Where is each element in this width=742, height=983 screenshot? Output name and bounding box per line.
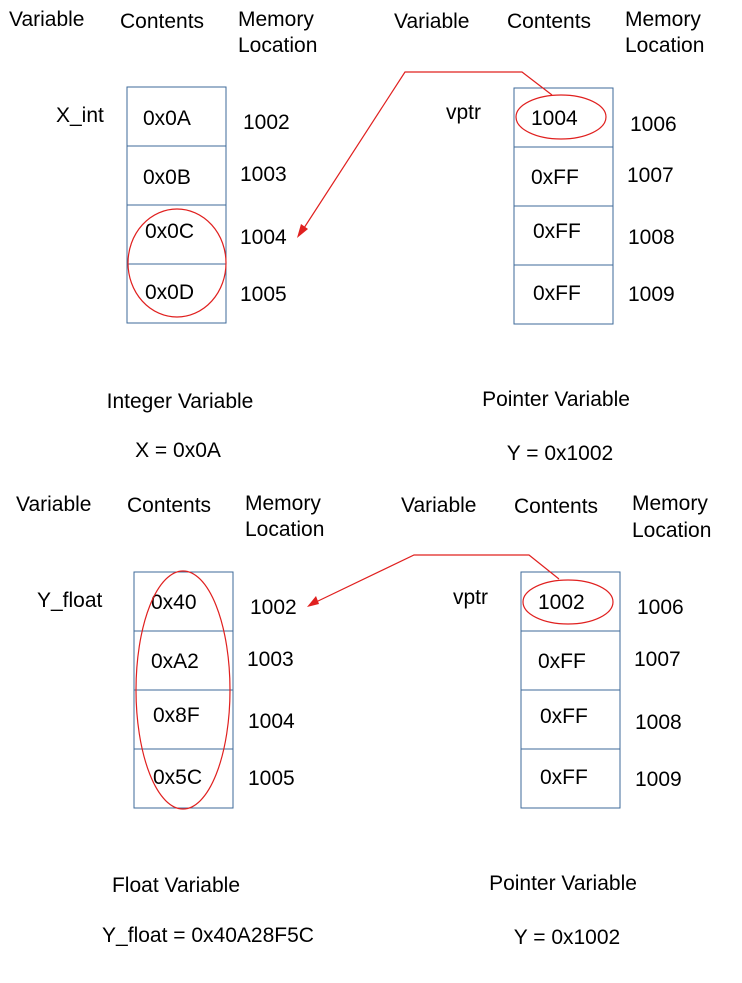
pointer-panel-top: Variable Contents Memory Location vptr 1…	[394, 8, 704, 465]
cell-content: 0xFF	[540, 766, 588, 789]
header-variable: Variable	[401, 494, 477, 517]
memory-cell	[513, 146, 614, 207]
cell-address: 1002	[250, 596, 297, 619]
pointer-panel-bottom: Variable Contents Memory Location vptr 1…	[401, 492, 711, 949]
cell-address: 1004	[248, 710, 295, 733]
cell-content: 0x0D	[145, 281, 194, 304]
panel-caption: Pointer Variable	[482, 388, 630, 411]
memory-cell	[520, 689, 621, 750]
memory-cell	[513, 264, 614, 325]
memory-cell	[133, 630, 234, 691]
cell-content: 0x0C	[145, 220, 194, 243]
cell-address: 1003	[247, 648, 294, 671]
memory-cell	[520, 748, 621, 809]
cell-content: 0x5C	[153, 766, 202, 789]
cell-content: 0xA2	[151, 650, 199, 673]
cell-content: 1002	[538, 591, 585, 614]
cell-content: 0xFF	[533, 282, 581, 305]
highlight-ellipse	[127, 208, 227, 318]
cell-address: 1007	[634, 648, 681, 671]
cell-address: 1007	[627, 164, 674, 187]
header-memory: Memory	[625, 8, 701, 31]
header-location: Location	[632, 519, 711, 542]
pointer-arrow-top	[297, 71, 553, 238]
header-location: Location	[625, 34, 704, 57]
cell-content: 0x0B	[143, 166, 191, 189]
memory-cell	[126, 263, 227, 324]
cell-address: 1009	[635, 768, 682, 791]
variable-name: vptr	[453, 586, 488, 609]
cell-content: 0xFF	[531, 166, 579, 189]
panel-caption: Integer Variable	[107, 390, 254, 413]
highlight-ellipse	[515, 94, 607, 140]
panel-equation: Y_float = 0x40A28F5C	[102, 924, 314, 947]
panel-caption: Float Variable	[112, 874, 240, 897]
panel-caption: Pointer Variable	[489, 872, 637, 895]
memory-cell	[133, 748, 234, 809]
panel-equation: X = 0x0A	[135, 439, 221, 462]
memory-cell	[126, 145, 227, 206]
panel-equation: Y = 0x1002	[507, 442, 613, 465]
variable-name: X_int	[56, 104, 104, 127]
highlight-ellipse	[135, 570, 231, 810]
arrow-line	[315, 554, 560, 603]
arrow-line	[303, 71, 553, 229]
pointer-arrow-bottom	[307, 554, 560, 607]
memory-cell	[133, 571, 234, 632]
panel-equation: Y = 0x1002	[514, 926, 620, 949]
variable-name: vptr	[446, 101, 481, 124]
header-memory: Memory	[238, 8, 314, 31]
cell-address: 1006	[637, 596, 684, 619]
cell-content: 0xFF	[540, 705, 588, 728]
integer-panel: Variable Contents Memory Location X_int …	[9, 8, 317, 462]
memory-cell	[133, 689, 234, 750]
header-contents: Contents	[127, 494, 211, 517]
memory-cell	[520, 630, 621, 691]
cell-address: 1005	[248, 767, 295, 790]
cell-content: 0xFF	[538, 650, 586, 673]
highlight-ellipse	[522, 579, 614, 625]
arrowhead	[307, 596, 319, 607]
cell-content: 1004	[531, 107, 578, 130]
header-location: Location	[238, 34, 317, 57]
memory-cell	[126, 86, 227, 147]
cell-address: 1006	[630, 113, 677, 136]
header-variable: Variable	[394, 10, 470, 33]
header-contents: Contents	[120, 10, 204, 33]
header-memory: Memory	[632, 492, 708, 515]
float-panel: Variable Contents Memory Location Y_floa…	[16, 492, 324, 947]
header-contents: Contents	[514, 495, 598, 518]
memory-cell	[520, 571, 621, 632]
cell-address: 1008	[628, 226, 675, 249]
header-memory: Memory	[245, 492, 321, 515]
cell-content: 0x0A	[143, 107, 191, 130]
memory-cell	[513, 205, 614, 266]
cell-address: 1002	[243, 111, 290, 134]
cell-address: 1004	[240, 226, 287, 249]
cell-content: 0x8F	[153, 704, 200, 727]
cell-address: 1008	[635, 711, 682, 734]
header-variable: Variable	[9, 8, 85, 31]
cell-address: 1009	[628, 283, 675, 306]
variable-name: Y_float	[37, 589, 103, 612]
cell-address: 1005	[240, 283, 287, 306]
header-location: Location	[245, 518, 324, 541]
cell-address: 1003	[240, 163, 287, 186]
cell-content: 0x40	[151, 591, 197, 614]
header-contents: Contents	[507, 10, 591, 33]
memory-cell	[126, 204, 227, 265]
header-variable: Variable	[16, 493, 92, 516]
arrowhead	[297, 224, 308, 238]
cell-content: 0xFF	[533, 220, 581, 243]
